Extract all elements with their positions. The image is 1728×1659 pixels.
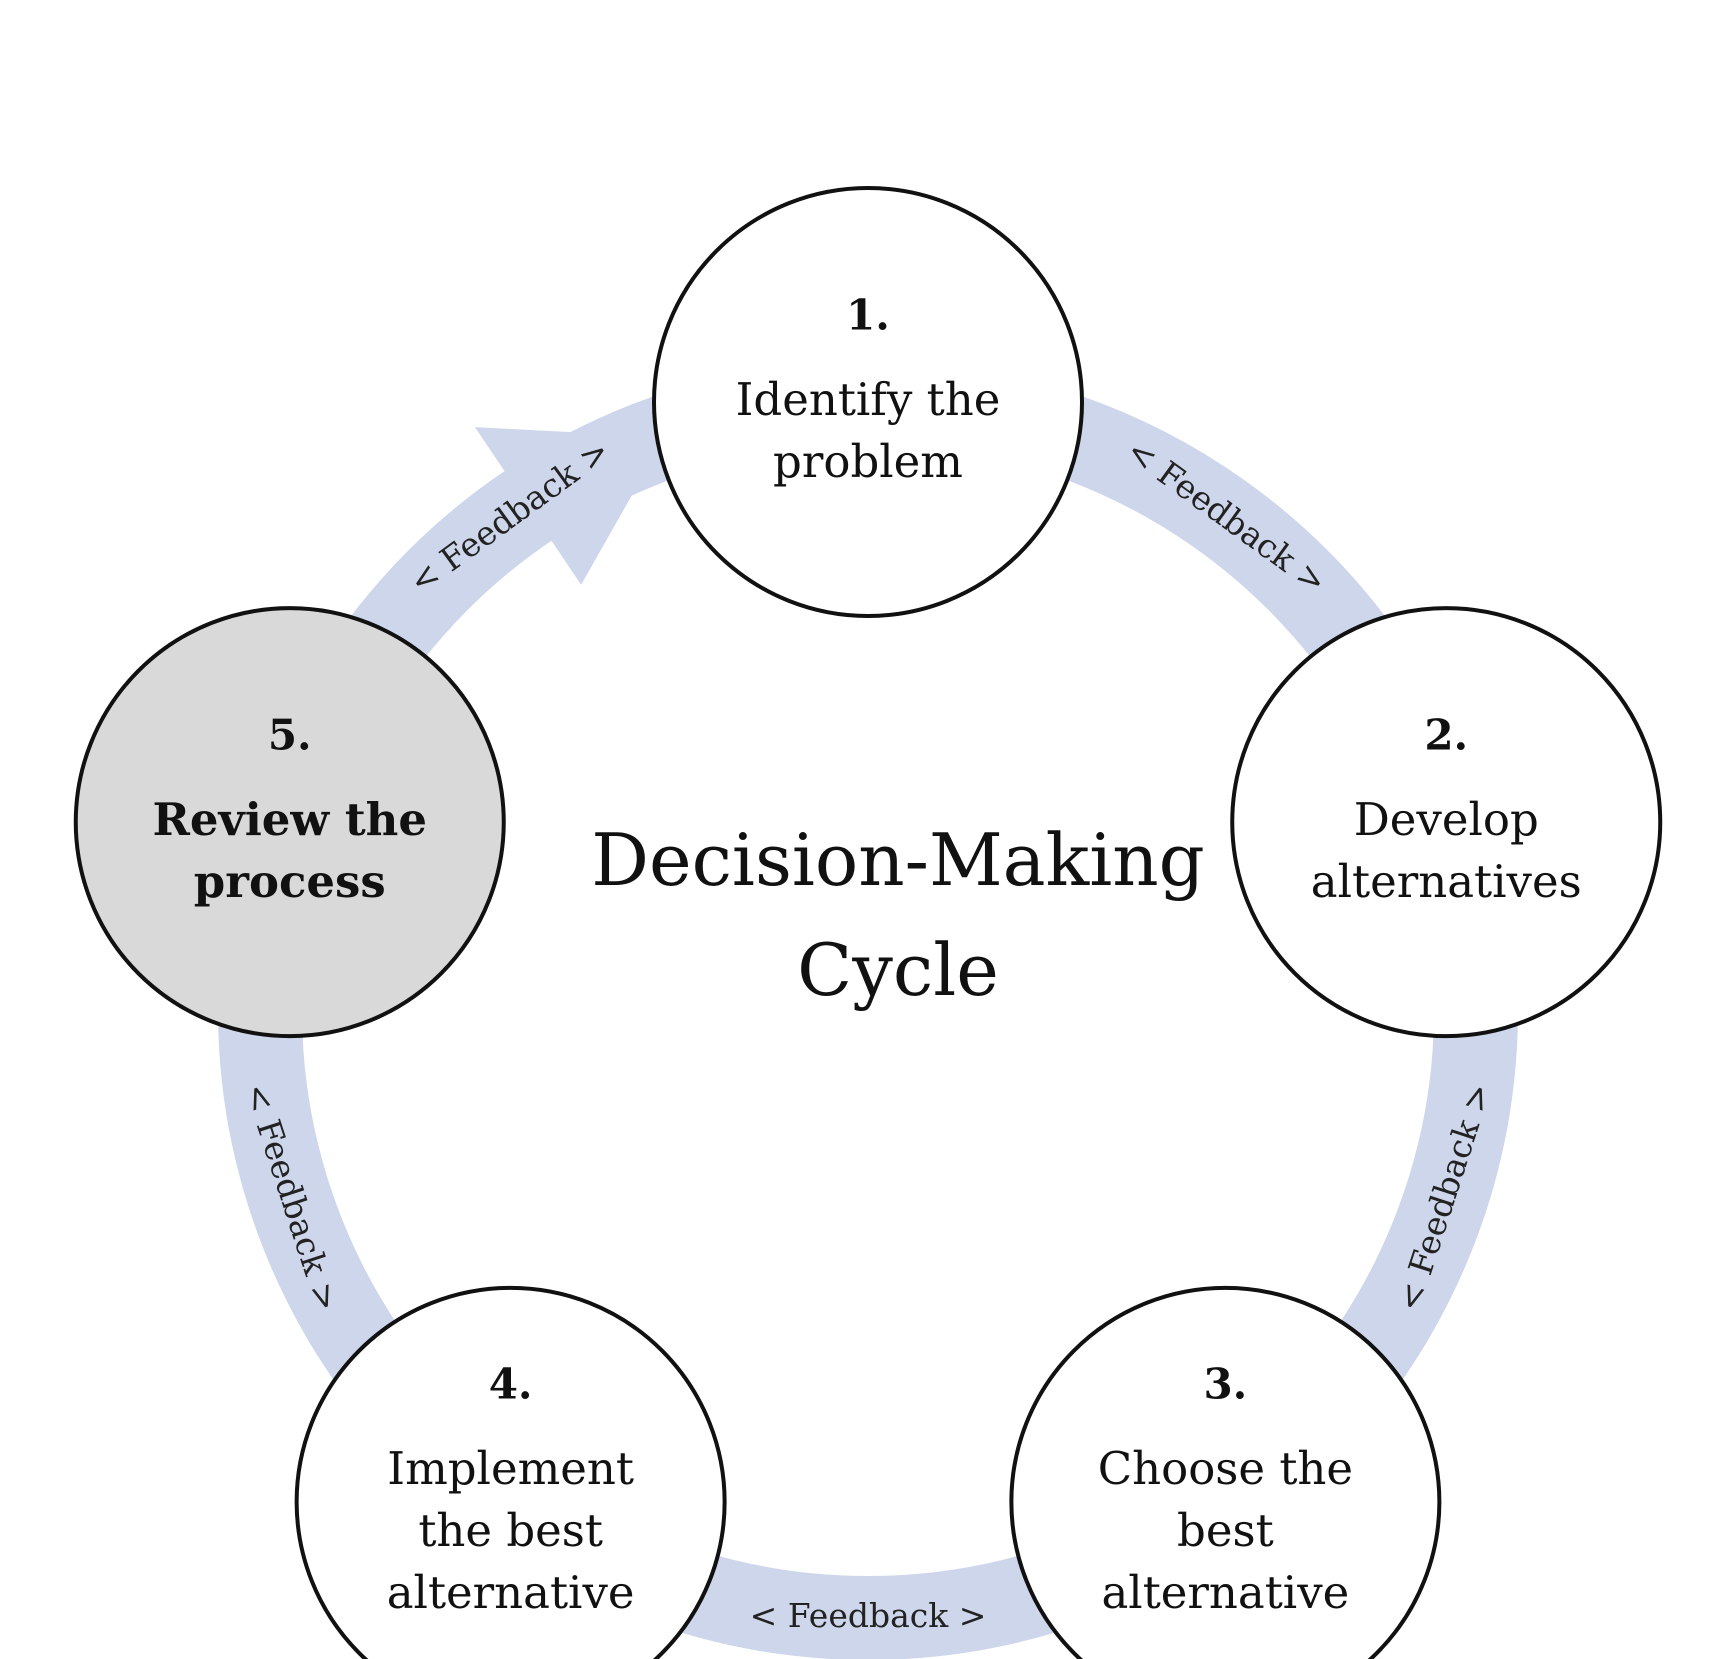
step-node-5: 5. Review the process (73, 606, 506, 1039)
step-node-1: 1. Identify the problem (652, 186, 1084, 618)
step-label-line: Choose the (1098, 1442, 1353, 1495)
feedback-label: < Feedback > (750, 1596, 987, 1635)
step-label-line: best (1177, 1504, 1274, 1557)
step-node-4: 4. Implement the best alternative (294, 1285, 727, 1659)
step-label-line: Implement (387, 1442, 634, 1495)
title-line-2: Cycle (797, 928, 999, 1012)
step-circle (73, 606, 506, 1039)
step-label-line: alternative (387, 1566, 635, 1619)
step-number: 3. (1203, 1359, 1247, 1408)
title-line-1: Decision-Making (591, 818, 1204, 902)
step-label-line: alternatives (1311, 855, 1582, 908)
step-nodes: 1. Identify the problem 2. Develop alternativ… (73, 186, 1663, 1659)
step-label-line: Review the (153, 793, 427, 846)
step-label-line: the best (418, 1504, 603, 1557)
step-node-2: 2. Develop alternatives (1230, 606, 1663, 1039)
step-circle (1230, 606, 1663, 1039)
step-number: 1. (846, 291, 890, 340)
step-circle (1009, 1285, 1442, 1659)
step-number: 4. (489, 1359, 533, 1408)
step-circle (294, 1285, 727, 1659)
step-label-line: problem (773, 435, 963, 488)
step-node-3: 3. Choose the best alternative (1009, 1285, 1442, 1659)
step-number: 2. (1424, 711, 1468, 760)
step-label-line: Develop (1354, 793, 1539, 846)
step-circle (652, 186, 1084, 618)
cycle-arrowhead (474, 427, 666, 585)
step-label-line: alternative (1101, 1566, 1349, 1619)
step-number: 5. (268, 711, 312, 760)
step-label-line: process (194, 855, 386, 908)
cycle-title: Decision-Making Cycle (591, 818, 1204, 1012)
step-label-line: Identify the (736, 373, 1001, 426)
